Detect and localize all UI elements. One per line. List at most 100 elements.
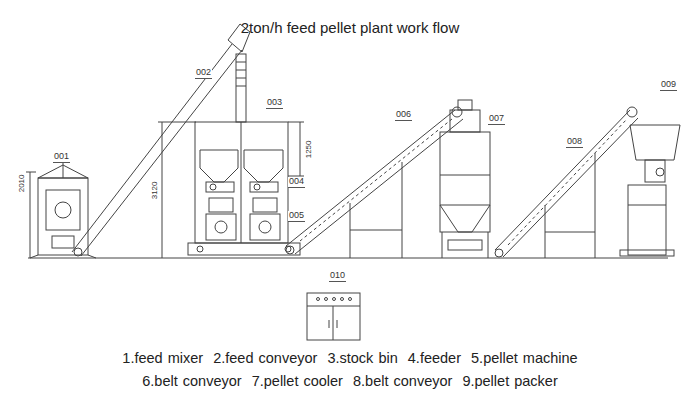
callout-number: 005 — [288, 211, 305, 222]
belt-conveyor — [495, 107, 638, 258]
callout-number: 006 — [395, 110, 412, 121]
feed-conveyor-part — [236, 62, 246, 63]
belt-conveyor-part — [452, 107, 462, 117]
belt-conveyor-part — [595, 153, 596, 258]
belt-conveyor-part — [545, 232, 595, 233]
feed-conveyor-part — [236, 78, 246, 79]
belt-conveyor-part — [503, 118, 638, 257]
belt-conveyor-part — [286, 110, 455, 246]
dimension-line-part — [30, 172, 31, 258]
belt-conveyor-part — [295, 119, 463, 254]
pellet-machine-part — [209, 198, 233, 212]
feed-conveyor-part — [236, 86, 246, 87]
pellet-packer-part — [628, 205, 666, 206]
dimension-line-part — [158, 122, 196, 123]
belt-conveyor-part — [350, 230, 402, 231]
feeder — [206, 182, 278, 192]
pellet-machine — [188, 198, 300, 255]
pellet-packer-part — [645, 160, 665, 182]
dimension-line-part — [162, 122, 163, 258]
feed-mixer-part — [38, 178, 88, 255]
pellet-cooler-part — [488, 232, 489, 258]
dimension-line-part — [26, 172, 36, 173]
control-cabinet-part — [307, 293, 360, 340]
pellet-machine-part — [250, 214, 280, 240]
pellet-machine-part — [206, 214, 236, 240]
pellet-cooler-part — [442, 232, 443, 258]
legend-line: 1.feed mixer 2.feed conveyor 3.stock bin… — [122, 351, 577, 367]
belt-conveyor-part — [508, 119, 627, 245]
stock-bin-part — [195, 122, 288, 243]
dimension-line-part — [300, 122, 301, 176]
feed-mixer-part — [88, 255, 96, 258]
control-cabinet-part — [307, 306, 360, 307]
belt-conveyor-part — [495, 110, 630, 250]
feed-conveyor — [72, 24, 250, 256]
dimension-line-part — [288, 122, 304, 123]
ground-line-part — [28, 258, 668, 259]
dimension-label: 1250 — [305, 140, 314, 158]
control-cabinet-part — [341, 298, 344, 301]
belt-conveyor-part — [627, 107, 637, 117]
feeder-part — [210, 184, 216, 190]
pellet-packer-part — [656, 168, 664, 176]
pellet-machine-part — [215, 221, 227, 233]
feeder-part — [250, 182, 278, 192]
callout-number: 010 — [329, 271, 346, 282]
legend-line: 6.belt conveyor 7.pellet cooler 8.belt c… — [142, 374, 557, 390]
pellet-machine-part — [259, 221, 271, 233]
callout-number: 001 — [53, 152, 70, 163]
control-cabinet-part — [317, 298, 320, 301]
stock-bin — [195, 122, 288, 243]
stock-bin-part — [244, 150, 283, 182]
feed-mixer — [30, 160, 96, 258]
control-cabinet-part — [333, 298, 336, 301]
pellet-cooler-part — [458, 100, 472, 110]
feed-conveyor-part — [81, 50, 242, 256]
control-cabinet-part — [325, 298, 328, 301]
pellet-cooler-part — [440, 205, 490, 232]
control-cabinet — [307, 293, 360, 340]
feed-conveyor-part — [236, 70, 246, 71]
callout-number: 002 — [195, 68, 212, 79]
belt-conveyor-part — [286, 246, 294, 254]
stock-bin-part — [200, 150, 238, 182]
pellet-packer-part — [620, 250, 674, 256]
ground-line — [28, 258, 668, 259]
pellet-machine-part — [197, 246, 203, 252]
pellet-machine-part — [253, 198, 277, 212]
pellet-cooler-part — [448, 240, 482, 250]
pellet-cooler-part — [450, 110, 480, 132]
dimension-line — [26, 122, 304, 258]
callout-number: 007 — [488, 114, 505, 125]
feeder-part — [206, 182, 234, 192]
dimension-label: 3120 — [151, 181, 160, 199]
pellet-packer-part — [628, 185, 666, 255]
belt-conveyor-part — [300, 119, 452, 241]
diagram-title: 2ton/h feed pellet plant work flow — [241, 20, 459, 37]
callout-number: 009 — [660, 80, 677, 91]
pellet-cooler-part — [440, 132, 490, 232]
stock-bin-part — [241, 122, 242, 243]
pellet-cooler — [440, 100, 490, 258]
callout-number: 008 — [566, 137, 583, 148]
feed-mixer-part — [30, 255, 38, 258]
control-cabinet-part — [329, 320, 330, 328]
control-cabinet-part — [349, 298, 352, 301]
pellet-packer-part — [630, 125, 680, 160]
control-cabinet-part — [333, 306, 334, 340]
callout-number: 003 — [266, 98, 283, 109]
dimension-label: 2010 — [18, 174, 27, 192]
feed-mixer-part — [52, 236, 74, 248]
control-cabinet-part — [337, 320, 338, 328]
feed-conveyor-part — [72, 44, 232, 252]
feed-conveyor-part — [236, 54, 246, 122]
pellet-packer — [620, 125, 680, 256]
callout-number: 004 — [288, 177, 305, 188]
feed-conveyor-part — [74, 248, 82, 256]
belt-conveyor — [286, 107, 463, 258]
belt-conveyor-part — [495, 249, 503, 257]
feed-mixer-part — [55, 202, 71, 218]
feed-mixer-part — [46, 190, 80, 230]
feeder-part — [254, 184, 260, 190]
